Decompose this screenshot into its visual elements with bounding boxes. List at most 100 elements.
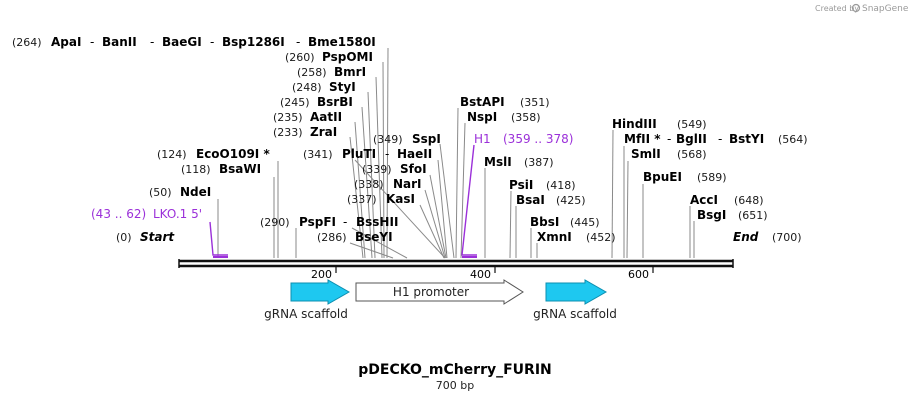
site-pos: (387) (524, 156, 554, 169)
enzyme-label[interactable]: EcoO109I * (196, 147, 270, 161)
site-pos: (418) (546, 179, 576, 192)
enzyme-label[interactable]: NdeI (180, 185, 211, 199)
enzyme-label[interactable]: NspI (467, 110, 497, 124)
primer-h1-name: H1 (474, 132, 491, 146)
enzyme-label[interactable]: MslI (484, 155, 512, 169)
site-pos: (264) (12, 36, 42, 49)
leader-line (367, 91, 376, 259)
credit-text: Created by (815, 4, 859, 13)
primer-lko1[interactable]: (43 .. 62) LKO.1 5' (91, 207, 228, 258)
leader-line (439, 143, 455, 259)
separator: - (667, 132, 671, 146)
leader-line (437, 159, 448, 259)
primer-lko1-arrow (209, 221, 228, 256)
site-pos: (564) (778, 133, 808, 146)
leader-line (354, 159, 446, 259)
enzyme-label[interactable]: BsaWI (219, 162, 261, 176)
leader-line (424, 189, 446, 259)
enzyme-label[interactable]: SspI (412, 132, 441, 146)
separator: - (718, 132, 722, 146)
enzyme-label[interactable]: PspOMI (322, 50, 373, 64)
feature-label: H1 promoter (393, 285, 469, 299)
leader-line (460, 122, 466, 259)
separator: - (343, 215, 347, 229)
site-pos: (425) (556, 194, 586, 207)
end-label: End (733, 230, 759, 244)
site-pos: (452) (586, 231, 616, 244)
site-pos: (50) (149, 186, 172, 199)
enzyme-label[interactable]: BseYI (355, 230, 393, 244)
enzyme-label[interactable]: XmnI (537, 230, 572, 244)
enzyme-label[interactable]: StyI (329, 80, 356, 94)
site-pos: (445) (570, 216, 600, 229)
scale-tick-label: 400 (470, 268, 491, 281)
map-length: 700 bp (436, 379, 474, 392)
leader-line (429, 174, 447, 259)
enzyme-label[interactable]: BsaI (516, 193, 545, 207)
enzyme-label[interactable]: BstAPI (460, 95, 505, 109)
separator: - (385, 147, 389, 161)
enzyme-label[interactable]: ZraI (310, 125, 337, 139)
enzyme-label[interactable]: BsgI (697, 208, 726, 222)
end-pos: (700) (772, 231, 802, 244)
enzyme-label[interactable]: BbsI (530, 215, 559, 229)
leader-line (382, 61, 385, 259)
leader-line (354, 121, 366, 259)
enzyme-label[interactable]: BglII (676, 132, 707, 146)
enzyme-label[interactable]: HaeII (397, 147, 432, 161)
site-pos: (233) (273, 126, 303, 139)
snapgene-logo-icon (851, 3, 861, 13)
enzyme-label[interactable]: Bme1580I (308, 35, 376, 49)
feature-arrow (545, 279, 608, 305)
primer-h1[interactable]: H1 (359 .. 378) (461, 132, 573, 258)
site-pos: (341) (303, 148, 333, 161)
enzyme-label[interactable]: SfoI (400, 162, 427, 176)
site-pos: (338) (354, 178, 384, 191)
enzyme-label[interactable]: BaeGI (162, 35, 202, 49)
feature-grna-scaffold-2[interactable]: gRNA scaffold (533, 279, 617, 321)
enzyme-label[interactable]: KasI (386, 192, 415, 206)
site-pos: (339) (362, 163, 392, 176)
site-pos: (258) (297, 66, 327, 79)
feature-label: gRNA scaffold (264, 307, 348, 321)
enzyme-label[interactable]: PspFI (299, 215, 336, 229)
site-pos: (651) (738, 209, 768, 222)
enzyme-label[interactable]: AccI (690, 193, 718, 207)
leader-line (419, 204, 445, 259)
start-pos: (0) (116, 231, 132, 244)
enzyme-label[interactable]: Bsp1286I (222, 35, 285, 49)
leader-line (375, 76, 383, 259)
site-pos: (349) (373, 133, 403, 146)
site-pos: (648) (734, 194, 764, 207)
site-pos: (568) (677, 148, 707, 161)
enzyme-label[interactable]: BpuEI (643, 170, 682, 184)
enzyme-label[interactable]: PluTI (342, 147, 376, 161)
separator: - (210, 35, 214, 49)
feature-h1-promoter[interactable]: H1 promoter (355, 279, 524, 305)
start-label: Start (140, 230, 175, 244)
feature-arrow (355, 279, 524, 305)
enzyme-label[interactable]: BsrBI (317, 95, 353, 109)
enzyme-label[interactable]: MfII * (624, 132, 661, 146)
feature-label: gRNA scaffold (533, 307, 617, 321)
separator: - (90, 35, 94, 49)
enzyme-label[interactable]: BssHII (356, 215, 398, 229)
site-pos: (260) (285, 51, 315, 64)
enzyme-label[interactable]: BstYI (729, 132, 764, 146)
enzyme-label[interactable]: BmrI (334, 65, 366, 79)
enzyme-label[interactable]: NarI (393, 177, 422, 191)
site-pos: (248) (292, 81, 322, 94)
sequence-backbone[interactable] (178, 259, 734, 268)
enzyme-label[interactable]: PsiI (509, 178, 533, 192)
enzyme-label[interactable]: HindIII (612, 117, 657, 131)
leader-line (386, 47, 389, 259)
primer-lko1-name: LKO.1 5' (153, 207, 202, 221)
enzyme-label[interactable]: ApaI (51, 35, 81, 49)
site-pos: (589) (697, 171, 727, 184)
enzyme-label[interactable]: BanII (102, 35, 137, 49)
feature-grna-scaffold-1[interactable]: gRNA scaffold (264, 279, 351, 321)
site-pos: (290) (260, 216, 290, 229)
enzyme-label[interactable]: SmlI (631, 147, 661, 161)
site-pos: (549) (677, 118, 707, 131)
enzyme-label[interactable]: AatII (310, 110, 342, 124)
